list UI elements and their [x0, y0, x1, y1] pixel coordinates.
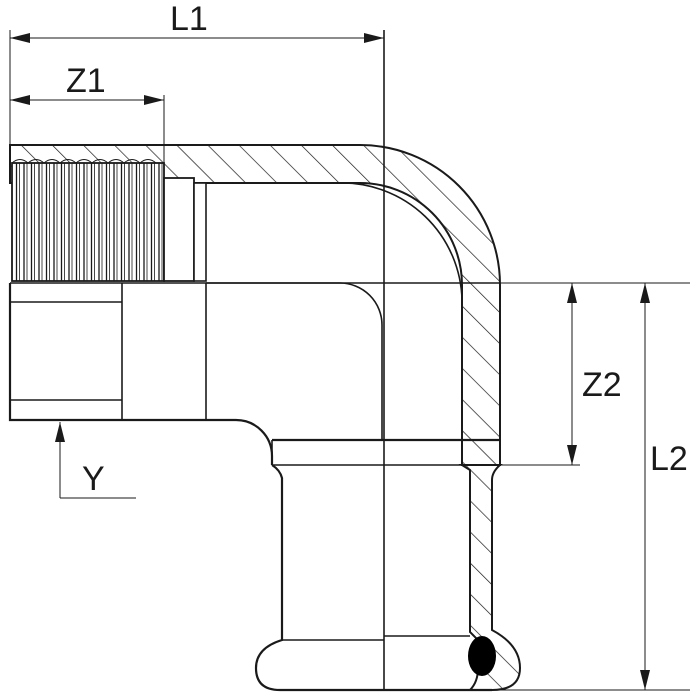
z1-label: Z1	[66, 62, 106, 100]
y-label: Y	[82, 460, 105, 498]
o-ring-seal	[468, 636, 496, 676]
z2-label: Z2	[582, 366, 622, 404]
elbow-inner-bore	[200, 182, 463, 301]
y-arrow	[55, 422, 65, 442]
shoulder-ring	[193, 182, 207, 282]
thread-section	[11, 162, 165, 282]
inner-elbow-curve	[206, 282, 383, 440]
l2-label: L2	[650, 440, 688, 478]
l2-arrow-bottom	[640, 670, 650, 690]
thread-relief	[163, 177, 195, 282]
z1-arrow-right	[144, 95, 164, 105]
thread-crest-line	[11, 159, 157, 164]
l1-arrow-right	[364, 33, 384, 43]
hex-body-outline	[8, 283, 274, 465]
l1-arrow-left	[10, 33, 30, 43]
z2-arrow-bottom	[567, 445, 577, 465]
press-socket-wall-section	[458, 464, 522, 691]
l1-label: L1	[170, 0, 208, 38]
l2-arrow-top	[640, 283, 650, 303]
press-socket-left	[254, 464, 384, 692]
z2-arrow-top	[567, 283, 577, 303]
z1-arrow-left	[10, 95, 30, 105]
